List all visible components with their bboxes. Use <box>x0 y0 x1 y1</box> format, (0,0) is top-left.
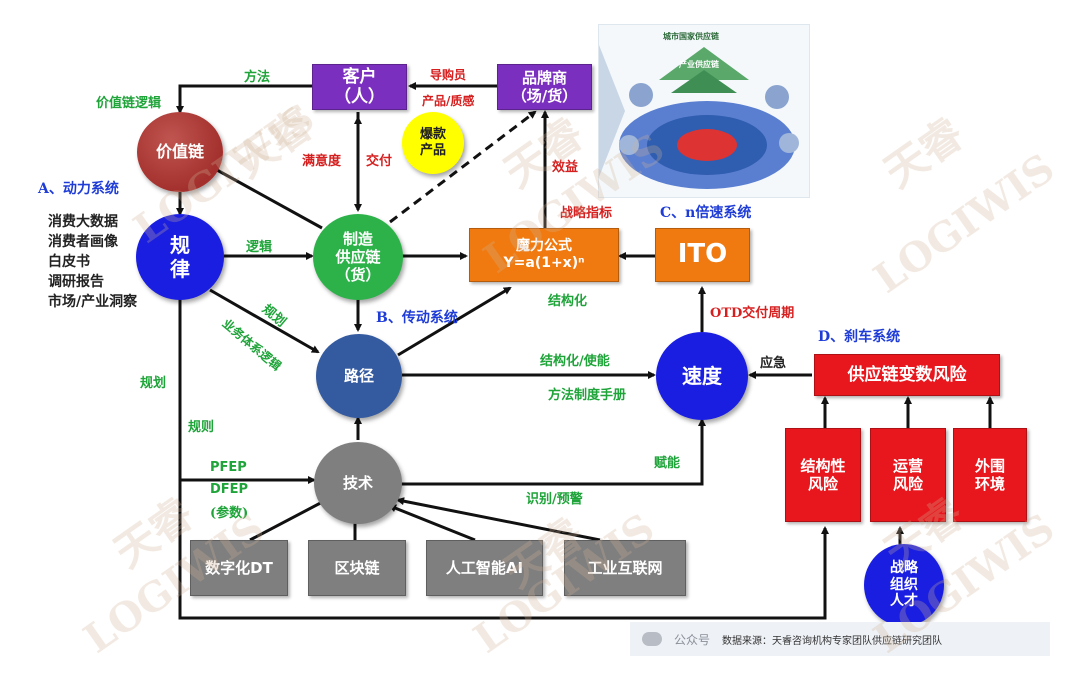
label-otd: OTD交付周期 <box>710 306 795 321</box>
label-satisfaction: 满意度 <box>302 154 342 169</box>
loop-bottom <box>178 480 829 620</box>
label-plan2: 规划 <box>140 376 167 391</box>
risk-ops-box: 运营 风险 <box>870 428 946 522</box>
mfg-chain-circle: 制造 供应链 （货） <box>313 214 403 300</box>
wechat-label: 公众号 <box>674 632 711 647</box>
risk-struct-box: 结构性 风险 <box>785 428 861 522</box>
system-a-label: A、动力系统 <box>38 181 119 197</box>
label-product-quality: 产品/质感 <box>422 94 475 108</box>
value-chain-circle: 价值链 <box>137 112 223 192</box>
customer-box: 客户 （人） <box>312 64 407 110</box>
system-d-label: D、刹车系统 <box>818 329 901 345</box>
label-benefit: 效益 <box>552 160 579 175</box>
strategy-talent-circle: 战略 组织 人才 <box>864 544 944 626</box>
wechat-icon <box>642 632 662 646</box>
arrow-iiot-tech <box>396 497 601 542</box>
arrow-law-path <box>209 288 320 354</box>
tech-circle: 技术 <box>314 442 402 524</box>
arrow-path-magic <box>397 286 512 357</box>
path-circle: 路径 <box>316 334 402 418</box>
arrow-dt-tech <box>249 496 332 542</box>
source-note: 数据来源：天睿咨询机构专家团队供应链研究团队 <box>722 635 943 647</box>
digital-box: 数字化DT <box>190 540 288 596</box>
thumbnail-subtitle: 产业供应链 <box>679 60 719 69</box>
brand-box: 品牌商 （场/货） <box>497 64 592 110</box>
law-circle: 规 律 <box>136 214 224 300</box>
left-list-item: 消费者画像 <box>48 234 118 250</box>
label-empower: 赋能 <box>654 456 681 471</box>
speed-circle: 速度 <box>656 332 748 420</box>
arrow-tech-speed <box>400 418 706 486</box>
dashed-mfg-brand <box>389 110 537 224</box>
left-list-item: 调研报告 <box>48 274 104 290</box>
label-strategy-index: 战略指标 <box>560 206 613 221</box>
left-list: 消费大数据 消费者画像 白皮书 调研报告 市场/产业洞察 <box>48 212 137 312</box>
ito-box: ITO <box>655 228 750 282</box>
arrow-mfg-valuechain <box>206 163 323 230</box>
label-guide-buyer: 导购员 <box>430 68 467 82</box>
magic-formula-box: 魔力公式 Y=a(1+x)ⁿ <box>469 228 619 282</box>
system-b-label: B、传动系统 <box>376 310 458 326</box>
label-logic: 逻辑 <box>246 240 273 255</box>
risk-ext-box: 外围 环境 <box>953 428 1027 522</box>
risk-title-box: 供应链变数风险 <box>814 354 1000 396</box>
label-rules: 规则 <box>188 420 215 435</box>
left-list-item: 消费大数据 <box>48 214 118 230</box>
blockchain-box: 区块链 <box>308 540 406 596</box>
label-params: (参数) <box>210 506 249 521</box>
system-c-label: C、n倍速系统 <box>660 205 752 221</box>
label-value-logic: 价值链逻辑 <box>96 96 162 111</box>
left-list-item: 白皮书 <box>48 254 90 270</box>
thumbnail-title: 城市国家供应链 <box>663 32 719 41</box>
arrow-ai-tech <box>388 504 476 542</box>
arrow-law-pfep <box>178 295 316 484</box>
hot-product-circle: 爆款 产品 <box>402 112 464 174</box>
iiot-box: 工业互联网 <box>564 540 686 596</box>
footer-bar: 公众号 数据来源：天睿咨询机构专家团队供应链研究团队 <box>630 622 1050 656</box>
label-pfep: PFEP <box>210 460 247 475</box>
label-struct-enable: 结构化/使能 <box>540 354 610 369</box>
ai-box: 人工智能AI <box>426 540 543 596</box>
left-list-item: 市场/产业洞察 <box>48 294 138 310</box>
label-method: 方法 <box>244 70 271 85</box>
thumbnail-svg <box>599 45 799 189</box>
label-dfep: DFEP <box>210 482 249 497</box>
label-emergency: 应急 <box>760 356 787 371</box>
label-delivery: 交付 <box>366 154 393 169</box>
thumbnail-graphic: 城市国家供应链 产业供应链 <box>598 24 810 198</box>
label-identify-warn: 识别/预警 <box>526 492 583 507</box>
label-method-manual: 方法制度手册 <box>548 388 627 403</box>
label-structuring: 结构化 <box>548 294 588 309</box>
arrow-customer-valuechain <box>176 84 312 114</box>
